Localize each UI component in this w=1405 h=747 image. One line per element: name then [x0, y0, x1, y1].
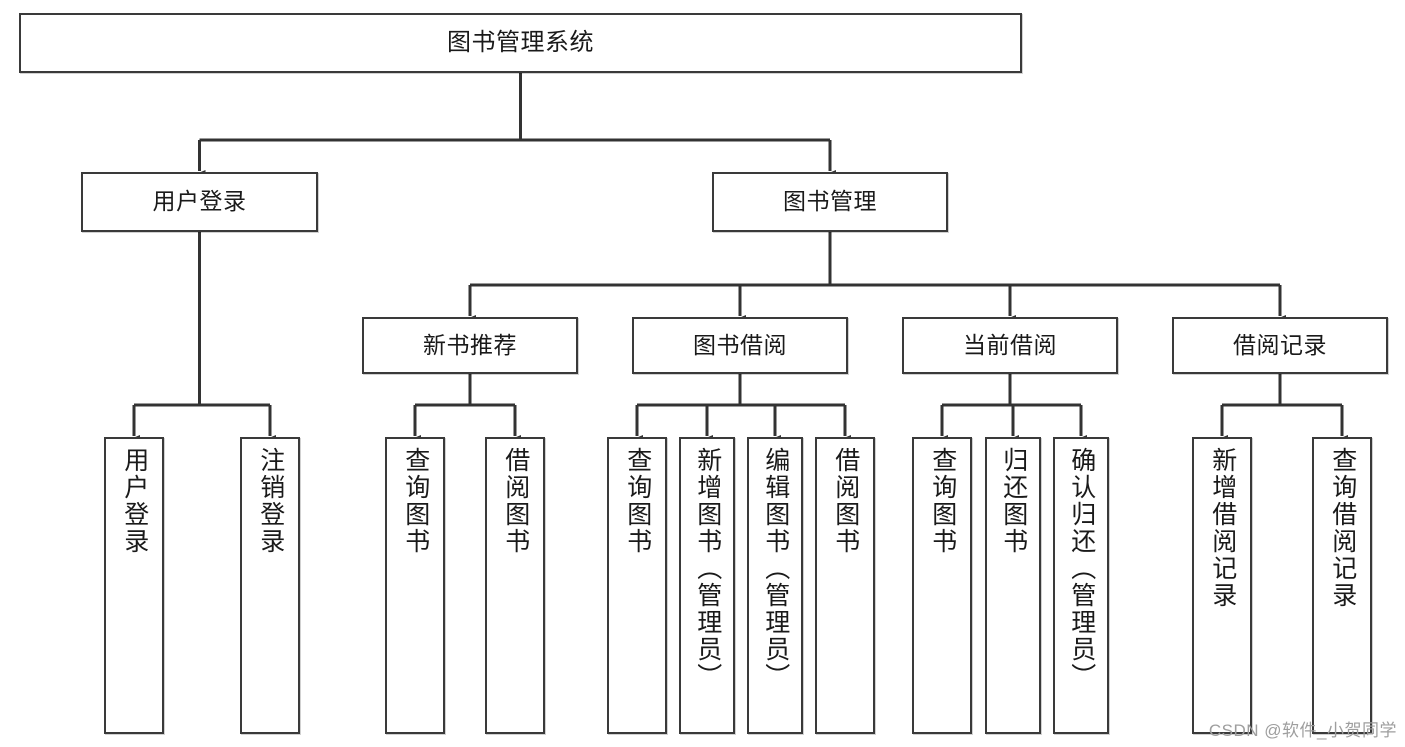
node-leaf-borrow-book-2[interactable]: 借阅图书 — [815, 437, 875, 734]
node-leaf-add-record[interactable]: 新增借阅记录 — [1192, 437, 1252, 734]
node-leaf-logout[interactable]: 注销登录 — [240, 437, 300, 734]
node-label-current-borrow: 当前借阅 — [963, 331, 1057, 358]
node-root[interactable]: 图书管理系统 — [19, 13, 1022, 73]
node-label-leaf-confirm-return: 确认归还（管理员） — [1067, 447, 1096, 690]
node-label-leaf-query-book-1: 查询图书 — [401, 447, 430, 555]
node-label-new-book-recommend: 新书推荐 — [423, 331, 517, 358]
node-label-leaf-borrow-book-2: 借阅图书 — [831, 447, 860, 555]
node-label-root: 图书管理系统 — [447, 28, 594, 56]
node-label-leaf-logout: 注销登录 — [256, 447, 285, 555]
node-current-borrow[interactable]: 当前借阅 — [902, 317, 1118, 374]
node-label-user-login: 用户登录 — [152, 188, 247, 215]
node-book-borrow[interactable]: 图书借阅 — [632, 317, 848, 374]
node-leaf-query-book-3[interactable]: 查询图书 — [912, 437, 972, 734]
node-leaf-user-login[interactable]: 用户登录 — [104, 437, 164, 734]
node-leaf-query-record[interactable]: 查询借阅记录 — [1312, 437, 1372, 734]
node-new-book-recommend[interactable]: 新书推荐 — [362, 317, 578, 374]
node-leaf-query-book-1[interactable]: 查询图书 — [385, 437, 445, 734]
node-label-leaf-query-record: 查询借阅记录 — [1328, 447, 1357, 609]
node-leaf-query-book-2[interactable]: 查询图书 — [607, 437, 667, 734]
node-label-leaf-user-login: 用户登录 — [120, 447, 149, 555]
node-label-leaf-query-book-2: 查询图书 — [623, 447, 652, 555]
node-label-book-manage: 图书管理 — [783, 188, 877, 215]
node-leaf-return-book[interactable]: 归还图书 — [985, 437, 1041, 734]
node-label-borrow-record: 借阅记录 — [1233, 331, 1327, 358]
node-label-leaf-return-book: 归还图书 — [999, 447, 1028, 555]
node-leaf-borrow-book-1[interactable]: 借阅图书 — [485, 437, 545, 734]
node-borrow-record[interactable]: 借阅记录 — [1172, 317, 1388, 374]
node-book-manage[interactable]: 图书管理 — [712, 172, 948, 232]
node-label-book-borrow: 图书借阅 — [693, 331, 787, 358]
watermark-label: CSDN @软件_小贺同学 — [1208, 721, 1397, 740]
node-label-leaf-borrow-book-1: 借阅图书 — [501, 447, 530, 555]
node-label-leaf-add-book: 新增图书（管理员） — [693, 447, 722, 690]
node-leaf-edit-book[interactable]: 编辑图书（管理员） — [747, 437, 803, 734]
node-user-login[interactable]: 用户登录 — [81, 172, 318, 232]
node-label-leaf-edit-book: 编辑图书（管理员） — [761, 447, 790, 690]
node-leaf-add-book[interactable]: 新增图书（管理员） — [679, 437, 735, 734]
node-label-leaf-query-book-3: 查询图书 — [928, 447, 957, 555]
node-label-leaf-add-record: 新增借阅记录 — [1208, 447, 1237, 609]
node-leaf-confirm-return[interactable]: 确认归还（管理员） — [1053, 437, 1109, 734]
